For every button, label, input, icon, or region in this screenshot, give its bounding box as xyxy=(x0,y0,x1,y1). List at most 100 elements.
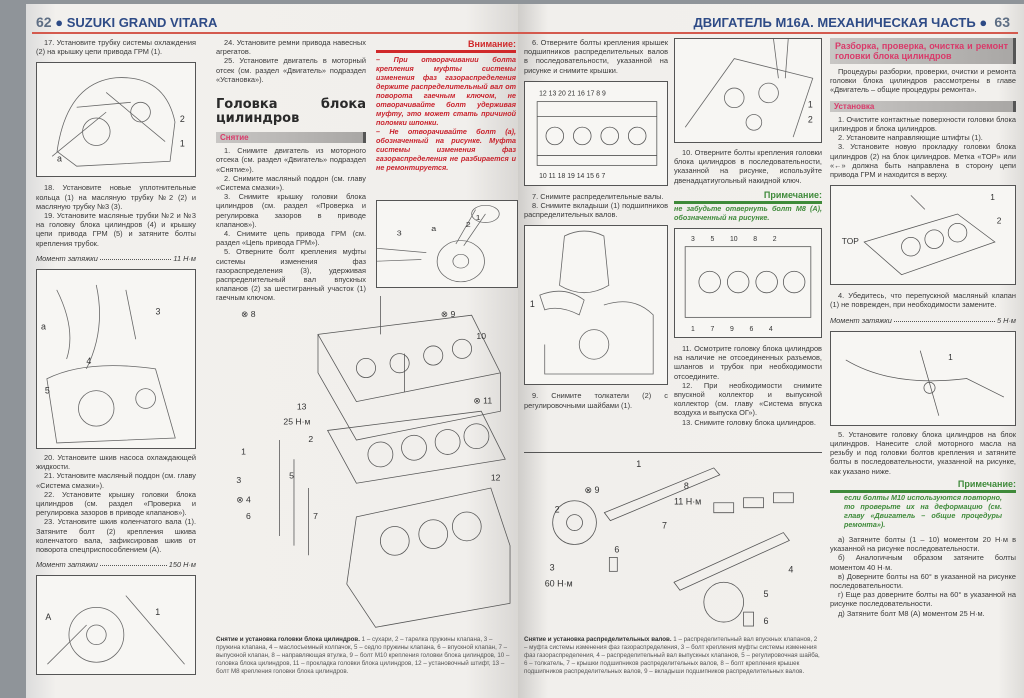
right-page: ДВИГАТЕЛЬ M16A. МЕХАНИЧЕСКАЯ ЧАСТЬ ● 63 … xyxy=(518,4,1024,698)
svg-text:7: 7 xyxy=(313,511,318,521)
right-col-1: 6. Отверните болты крепления крышек подш… xyxy=(524,38,668,410)
fig-torque-60: 60 Н·м xyxy=(545,578,573,588)
svg-text:5: 5 xyxy=(289,470,294,480)
figure-gasket: TOP 1 2 xyxy=(830,185,1016,286)
left-col-3: Внимание: – При отворачивании болта креп… xyxy=(376,39,516,173)
svg-text:1: 1 xyxy=(808,100,813,110)
right-col-3: Разборка, проверка, очистка и ремонт гол… xyxy=(830,38,1016,618)
figure-camshaft-cap-sequence: 12 13 20 21 16 17 8 9 10 11 18 19 14 15 … xyxy=(524,80,668,186)
svg-text:3: 3 xyxy=(156,307,161,317)
running-title: SUZUKI GRAND VITARA xyxy=(66,15,218,30)
svg-text:⊗ 4: ⊗ 4 xyxy=(236,494,251,504)
svg-text:2: 2 xyxy=(997,216,1002,226)
install-step-4: 4. Убедитесь, что перепускной масляный к… xyxy=(830,291,1016,310)
svg-text:3: 3 xyxy=(550,562,555,572)
svg-text:8: 8 xyxy=(684,481,689,491)
svg-text:⊗ 9: ⊗ 9 xyxy=(584,485,599,495)
tighten-step-b: б) Аналогичным образом затяните болты мо… xyxy=(830,553,1016,572)
step-17: 17. Установите трубку системы охлаждения… xyxy=(36,38,196,57)
svg-text:2: 2 xyxy=(808,114,813,124)
caption-text: 1 – распределительный вал впускных клапа… xyxy=(524,636,820,675)
svg-text:a: a xyxy=(41,321,46,331)
step-13: 13. Снимите головку блока цилиндров. xyxy=(682,417,816,427)
left-page: 62 ● SUZUKI GRAND VITARA 17. Установите … xyxy=(26,4,518,698)
removal-step-2: 2. Снимите масляный поддон (см. главу «С… xyxy=(216,173,366,193)
step-9: 9. Снимите толкатели (2) с регулировочны… xyxy=(524,391,668,410)
svg-text:1: 1 xyxy=(948,352,953,362)
svg-text:1: 1 xyxy=(990,192,995,202)
install-step-1: 1. Очистите контактные поверхности голов… xyxy=(830,114,1016,134)
svg-text:a: a xyxy=(57,154,62,164)
torque-spec-1: Момент затяжки 11 Н·м xyxy=(36,254,196,263)
svg-text:1: 1 xyxy=(155,608,160,618)
torque-label: Момент затяжки xyxy=(36,560,98,570)
tighten-step-d: г) Еще раз доверните болты на 60° в указ… xyxy=(830,590,1016,609)
svg-text:12: 12 xyxy=(491,472,501,482)
torque-label: Момент затяжки xyxy=(36,253,98,263)
right-col-2: 10. Отверните болты крепления головки бл… xyxy=(674,148,822,427)
install-step-3: 3. Установите новую прокладку головки бл… xyxy=(830,142,1016,180)
step-6: 6. Отверните болты крепления крышек подш… xyxy=(524,38,668,75)
attention-title: Внимание: xyxy=(376,39,516,54)
attention-text-2: – Не отворачивайте болт (а), обозначенны… xyxy=(376,127,516,173)
cap-sequence-top: 12 13 20 21 16 17 8 9 xyxy=(539,91,606,98)
step-18: 18. Установите новые уплотнительные коль… xyxy=(36,183,196,211)
removal-step-4: 4. Снимите цепь привода ГРМ (см. раздел … xyxy=(216,229,366,248)
svg-text:3: 3 xyxy=(236,475,241,485)
step-19: 19. Установите масляные трубки №2 и №3 н… xyxy=(36,211,196,248)
note-text: если болты M10 используются повторно, то… xyxy=(844,493,1002,530)
removal-step-5: 5. Отверните болт крепления муфты систем… xyxy=(216,247,366,303)
step-12: 12. При необходимости снимите впускной к… xyxy=(674,380,822,418)
svg-text:7: 7 xyxy=(662,521,667,531)
cap-sequence-bottom: 10 11 18 19 14 15 6 7 xyxy=(539,173,605,180)
svg-text:1: 1 xyxy=(530,299,535,309)
svg-text:2: 2 xyxy=(555,505,560,515)
top-mark-label: TOP xyxy=(842,236,859,246)
figure-oil-valve: 1 xyxy=(830,330,1016,426)
caption-title: Снятие и установка распределительных вал… xyxy=(524,636,672,643)
page-number: 62 xyxy=(36,14,52,30)
svg-text:2: 2 xyxy=(466,219,471,228)
figure-caption-camshafts: Снятие и установка распределительных вал… xyxy=(524,636,822,676)
step-8: 8. Снимите вкладыши (1) подшипников расп… xyxy=(524,201,668,220)
running-title: ДВИГАТЕЛЬ M16A. МЕХАНИЧЕСКАЯ ЧАСТЬ xyxy=(693,15,976,30)
svg-text:10: 10 xyxy=(476,331,486,341)
svg-text:1: 1 xyxy=(636,459,641,469)
step-10: 10. Отверните болты крепления головки бл… xyxy=(674,148,822,185)
torque-value: 5 Н·м xyxy=(996,315,1016,325)
page-number: 63 xyxy=(994,14,1010,30)
figure-caption-cylinder-head: Снятие и установка головки блока цилиндр… xyxy=(216,636,516,676)
install-step-5: 5. Установите головку блока цилиндров на… xyxy=(830,429,1016,476)
intro-text: Процедуры разборки, проверки, очистки и … xyxy=(830,67,1016,95)
svg-text:1: 1 xyxy=(476,212,481,221)
header-rule xyxy=(518,32,1018,34)
section-title: Разборка, проверка, очистка и ремонт гол… xyxy=(830,38,1016,64)
removal-step-1: 1. Снимите двигатель из моторного отсека… xyxy=(216,146,366,174)
tighten-step-c: в) Доверните болты на 60° в указанной на… xyxy=(830,571,1016,591)
step-11: 11. Осмотрите головку блока цилиндров на… xyxy=(674,344,822,381)
svg-text:2: 2 xyxy=(308,434,313,444)
svg-text:a: a xyxy=(431,224,436,233)
svg-text:4: 4 xyxy=(86,356,91,366)
svg-text:⊗ 11: ⊗ 11 xyxy=(474,396,493,406)
step-7: 7. Снимите распределительные валы. xyxy=(532,191,664,201)
step-21: 21. Установите масляный поддон (см. глав… xyxy=(36,471,196,490)
fig-torque-11: 11 Н·м xyxy=(674,497,701,507)
note-text: не забудьте отвернуть болт M8 (A), обозн… xyxy=(674,204,822,223)
torque-label: Момент затяжки xyxy=(830,315,892,325)
svg-text:4: 4 xyxy=(788,564,793,574)
torque-spec: Момент затяжки 5 Н·м xyxy=(830,316,1016,325)
fig-torque-label: 25 Н·м xyxy=(283,417,310,427)
note-title: Примечание: xyxy=(674,190,822,205)
torque-value: 11 Н·м xyxy=(173,253,196,263)
svg-text:1: 1 xyxy=(180,139,185,149)
attention-text-1: – При отворачивании болта крепления муфт… xyxy=(376,55,516,128)
figure-bearing-shells: 1 xyxy=(524,225,668,386)
